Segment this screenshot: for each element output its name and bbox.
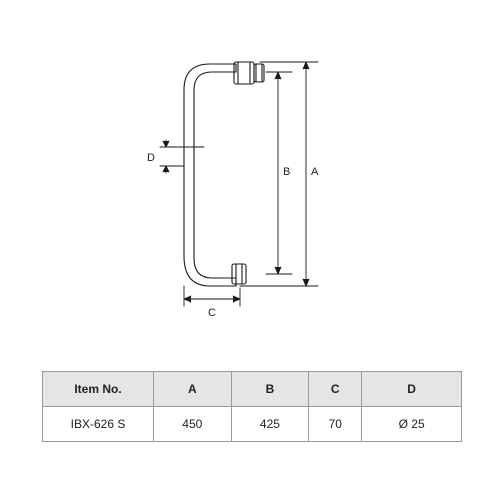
specification-table: Item No. A B C D IBX-626 S 450 425 70 Ø … (42, 371, 462, 442)
cell-d: Ø 25 (361, 406, 462, 442)
cell-c: 70 (308, 406, 363, 442)
header-d: D (361, 371, 462, 407)
dimension-a (239, 61, 319, 287)
handle-technical-drawing: D B A C (147, 61, 319, 319)
dimension-d (159, 139, 205, 174)
header-b: B (230, 371, 310, 407)
cell-b: 425 (230, 406, 310, 442)
label-c: C (208, 307, 216, 319)
dimension-c (183, 285, 241, 307)
label-a: A (311, 166, 319, 178)
header-c: C (308, 371, 363, 407)
bottom-fitting (231, 263, 247, 285)
cell-item-no: IBX-626 S (42, 406, 154, 442)
dimension-b (265, 71, 293, 275)
handle-outline (183, 63, 237, 287)
header-item-no: Item No. (42, 371, 154, 407)
table-header-row: Item No. A B C D (42, 371, 462, 407)
label-d: D (147, 152, 155, 164)
table-row: IBX-626 S 450 425 70 Ø 25 (42, 406, 462, 442)
top-fitting (233, 61, 265, 85)
header-a: A (153, 371, 232, 407)
label-b: B (283, 166, 290, 178)
cell-a: 450 (153, 406, 232, 442)
